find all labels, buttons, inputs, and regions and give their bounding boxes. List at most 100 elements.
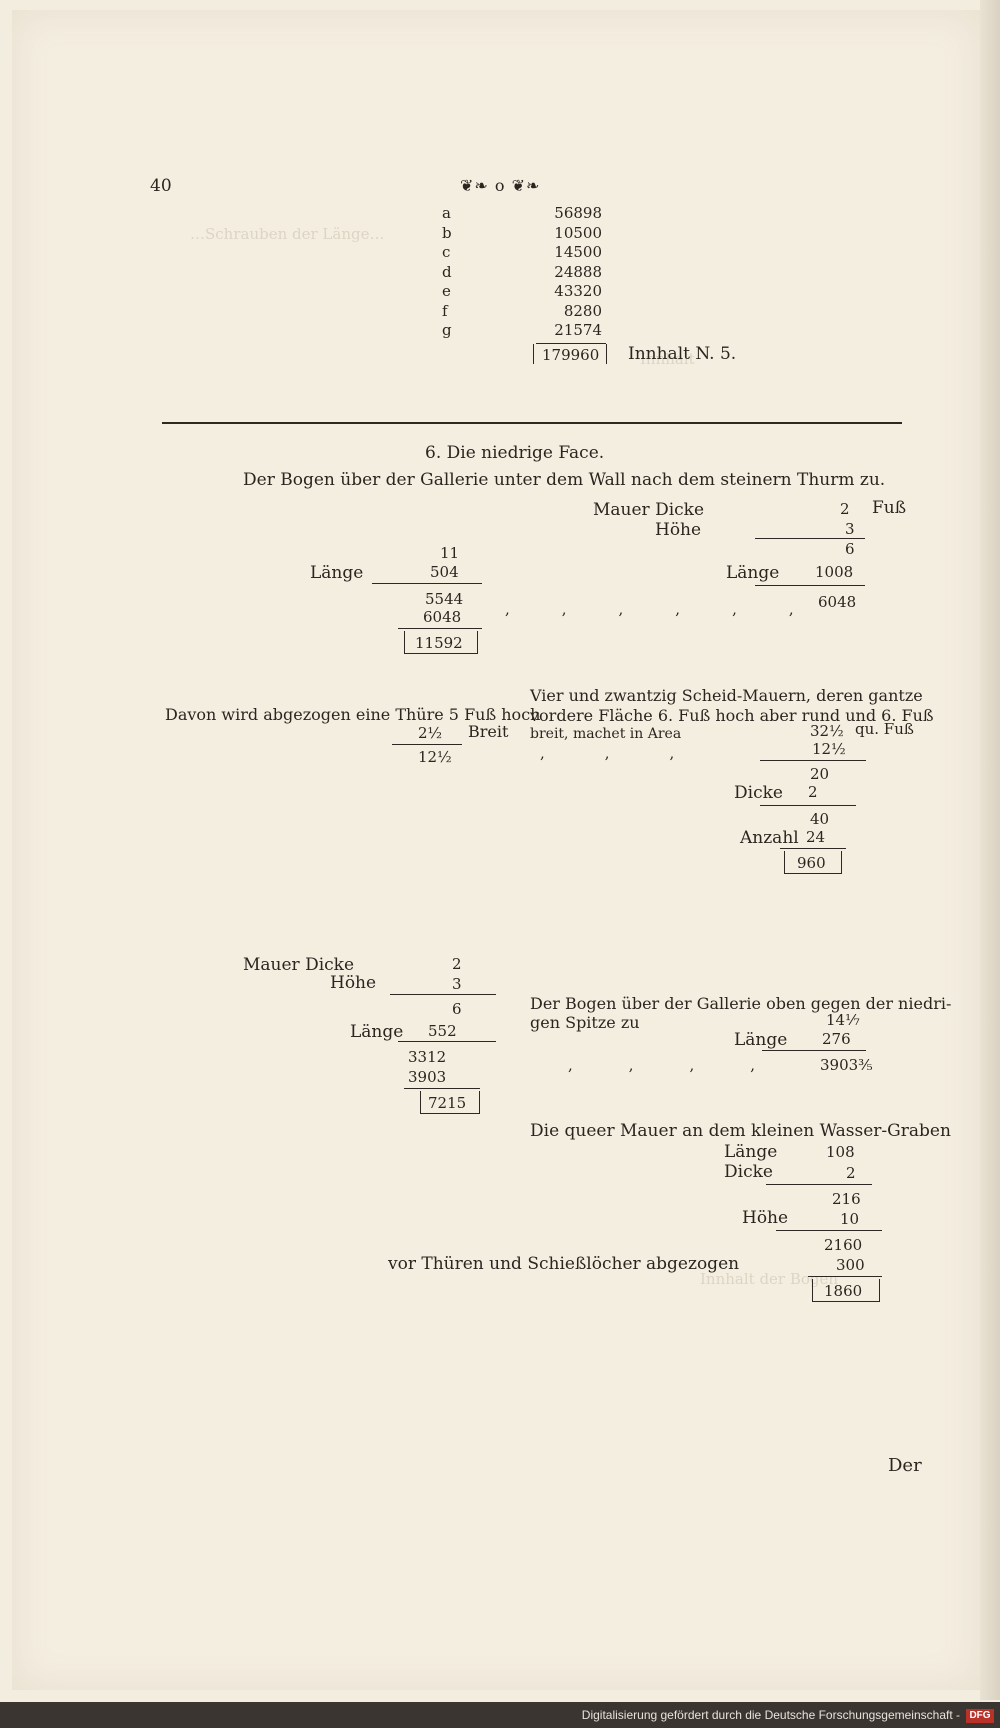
bogen2-laenge-label: Länge — [734, 1030, 788, 1050]
scheid-anzahl-value: 24 — [806, 828, 826, 846]
scheid-result: 960 — [797, 854, 826, 872]
leader-dots: ,,,,,, — [505, 600, 846, 618]
laenge-label: Länge — [726, 563, 780, 583]
bogen2-text-2: gen Spitze zu — [530, 1013, 640, 1032]
bogen2-text-1: Der Bogen über der Gallerie oben gegen d… — [530, 994, 952, 1013]
contents-letter: g — [442, 321, 452, 339]
calc-line — [760, 805, 856, 806]
footer-text: Digitalisierung gefördert durch die Deut… — [581, 1708, 960, 1722]
calc-line — [776, 1230, 882, 1231]
scheid-anzahl-label: Anzahl — [740, 828, 799, 848]
calc-line — [760, 760, 866, 761]
calc-line — [755, 585, 865, 586]
scheid-text-2: vordere Fläche 6. Fuß hoch aber rund und… — [530, 706, 934, 725]
page-number: 40 — [150, 176, 172, 196]
calc-line — [398, 1041, 496, 1042]
contents-letter: a — [442, 204, 451, 222]
mauer2-product-1: 3312 — [408, 1048, 447, 1066]
queer-dicke-label: Dicke — [724, 1162, 773, 1182]
mauer2-hoehe-value: 3 — [452, 975, 462, 993]
contents-value: 14500 — [554, 243, 602, 261]
unit-label: Fuß — [872, 498, 907, 518]
contents-value: 43320 — [554, 282, 602, 300]
contents-letter: f — [442, 301, 448, 320]
result-box — [784, 851, 842, 874]
mauer2-laenge-value: 552 — [428, 1022, 457, 1040]
right-result: 6048 — [818, 593, 857, 611]
contents-letter: e — [442, 282, 451, 300]
mauer2-product-2: 3903 — [408, 1068, 447, 1086]
laenge-value: 1008 — [815, 563, 854, 581]
calc-line — [404, 1088, 480, 1089]
catchword: Der — [888, 1455, 922, 1476]
queer-dicke-value: 2 — [846, 1164, 856, 1182]
calc-line — [392, 744, 462, 745]
contents-value: 21574 — [554, 321, 602, 339]
sum-line — [536, 343, 606, 344]
queer-v1: 216 — [832, 1190, 861, 1208]
scheid-v3: 20 — [810, 765, 830, 783]
calc-line — [762, 1050, 866, 1051]
queer-v2: 2160 — [824, 1236, 863, 1254]
mauer-dicke-label: Mauer Dicke — [593, 500, 705, 520]
contents-letter: d — [442, 262, 452, 281]
queer-laenge-value: 108 — [826, 1143, 855, 1161]
door-text: Davon wird abgezogen eine Thüre 5 Fuß ho… — [165, 705, 541, 724]
product-value: 6 — [845, 540, 855, 558]
queer-hoehe-value: 10 — [840, 1210, 860, 1228]
calc-line — [780, 848, 846, 849]
queer-result: 1860 — [824, 1282, 863, 1300]
result-box — [812, 1279, 880, 1302]
left-laenge-label: Länge — [310, 563, 364, 583]
calc-line — [398, 628, 482, 629]
queer-hoehe-label: Höhe — [742, 1208, 789, 1228]
bogen2-laenge-value: 276 — [822, 1030, 851, 1048]
leader-dots: ,,, — [540, 744, 735, 762]
bogen2-v1: 14⅐ — [826, 1011, 860, 1029]
scheid-unit: qu. Fuß — [855, 720, 914, 738]
hoehe-value: 3 — [845, 520, 855, 538]
scheid-text-1: Vier und zwantzig Scheid-Mauern, deren g… — [530, 686, 923, 705]
leader-dots: ,,,, — [568, 1056, 812, 1074]
section-divider — [162, 422, 902, 424]
queer-laenge-label: Länge — [724, 1142, 778, 1162]
door-breit-label: Breit — [468, 722, 509, 741]
scheid-dicke-label: Dicke — [734, 783, 783, 803]
scheid-v2: 12½ — [812, 740, 846, 758]
left-value-b: 504 — [430, 563, 459, 581]
show-through-text: Innhalt der Bogen — [700, 1270, 839, 1288]
contents-letter: b — [442, 223, 452, 242]
calc-line — [390, 994, 496, 995]
scheid-text-3: breit, machet in Area — [530, 726, 682, 742]
left-product-2: 6048 — [423, 608, 462, 626]
mauer2-dicke-label: Mauer Dicke — [243, 955, 355, 975]
mauer-dicke-value: 2 — [840, 500, 850, 518]
mauer2-hoehe-label: Höhe — [330, 973, 377, 993]
left-result: 11592 — [415, 634, 463, 652]
calc-line — [766, 1184, 872, 1185]
show-through-text: Innhalt — [640, 350, 695, 368]
left-product-1: 5544 — [425, 590, 464, 608]
contents-value: 56898 — [554, 204, 602, 222]
header-ornament: ❦❧ o ❦❧ — [460, 176, 541, 195]
contents-total-label: Innhalt N. 5. — [628, 344, 737, 364]
bogen2-result: 3903⅗ — [820, 1056, 873, 1074]
page-edge — [980, 0, 1000, 1700]
queer-abzug-value: 300 — [836, 1256, 865, 1274]
hoehe-label: Höhe — [655, 520, 702, 540]
calc-line — [808, 1276, 882, 1277]
mauer2-laenge-label: Länge — [350, 1022, 404, 1042]
contents-total: 179960 — [542, 346, 600, 364]
scheid-dicke-value: 2 — [808, 783, 818, 801]
mauer2-product: 6 — [452, 1000, 462, 1018]
left-value-a: 11 — [440, 544, 460, 562]
dfg-logo: DFG — [966, 1709, 994, 1723]
result-box — [420, 1091, 480, 1114]
contents-letter: c — [442, 243, 451, 261]
total-box — [533, 344, 607, 364]
contents-value: 10500 — [554, 223, 602, 242]
section-subheading: Der Bogen über der Gallerie unter dem Wa… — [243, 470, 886, 490]
section-heading: 6. Die niedrige Face. — [425, 443, 605, 463]
